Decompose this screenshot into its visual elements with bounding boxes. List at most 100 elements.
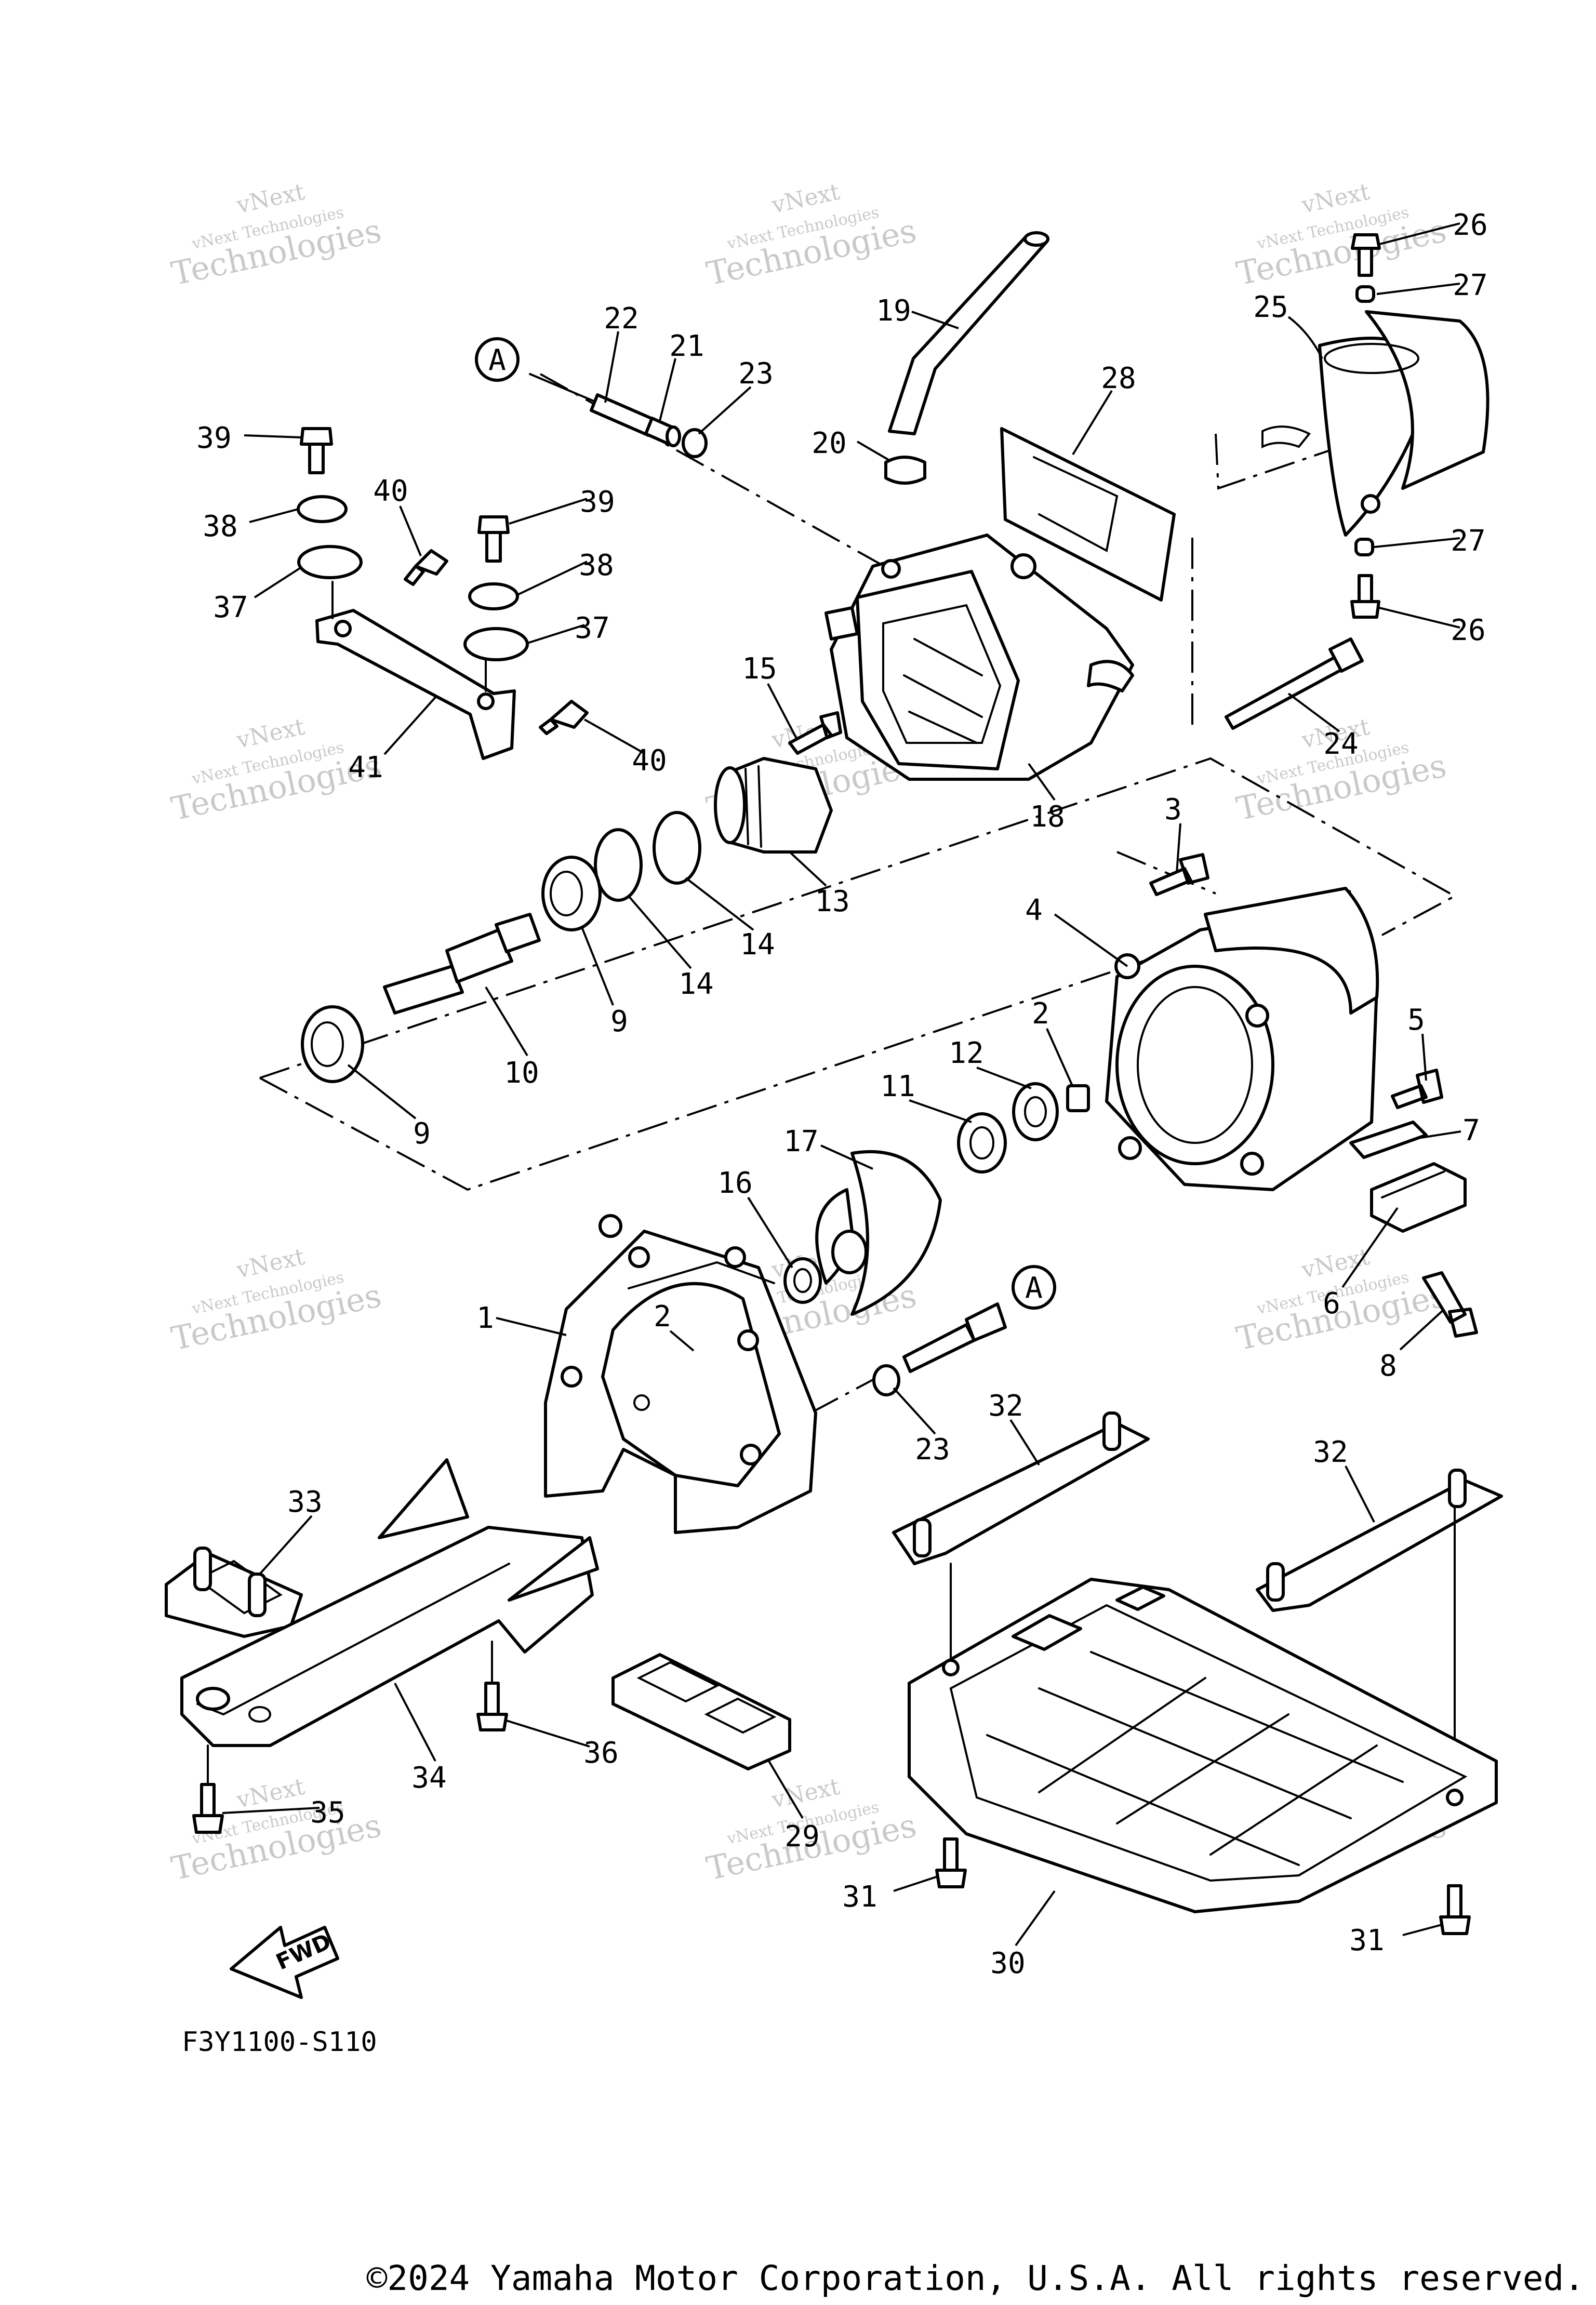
axis-line-housing: [1116, 851, 1216, 895]
callout-label: 41: [348, 751, 383, 784]
ride-plate-30: [908, 1578, 1498, 1913]
bracket-plate-28-window: [1033, 456, 1119, 553]
bolt-26-top: [1351, 233, 1381, 277]
cover-6: [1370, 1162, 1467, 1233]
coupler-13: [714, 757, 833, 854]
callout-label: 27: [1453, 269, 1487, 302]
hose-19: [888, 235, 1048, 435]
drive-shaft-10: [383, 913, 541, 1015]
callout-label: 5: [1407, 1003, 1425, 1037]
callout-label: 2: [654, 1300, 671, 1334]
seal-12: [1012, 1082, 1059, 1141]
callout-label: 39: [196, 421, 231, 455]
bolt-36: [476, 1682, 508, 1731]
watermark: vNext vNext Technologies Technologies: [168, 178, 385, 292]
callout-label: 31: [1349, 1924, 1384, 1957]
callout-label: 17: [783, 1125, 818, 1158]
figure-code: F3Y1100-S110: [182, 2027, 377, 2058]
callout-label: 24: [1323, 727, 1358, 761]
callout-label: 19: [876, 294, 911, 328]
callout-label: 26: [1451, 614, 1485, 647]
plate-bracket-32-right: [1256, 1469, 1503, 1612]
steering-nozzle-25: [1261, 310, 1489, 537]
callout-label: 40: [373, 474, 408, 508]
callout-label: 6: [1323, 1287, 1340, 1321]
shaft-group-outline-lower: [259, 890, 1351, 1191]
callout-label: 13: [815, 885, 849, 918]
callout-label: 4: [1025, 894, 1043, 927]
hose-19-end: [1023, 231, 1049, 247]
callout-label: 14: [679, 967, 713, 1001]
grill-pad-29: [611, 1653, 791, 1770]
bolt-8: [1422, 1271, 1478, 1338]
bushing-27-bottom: [1354, 538, 1374, 556]
callout-label: 14: [740, 928, 775, 962]
svg-text:A: A: [1025, 1271, 1043, 1305]
ref-marker-a-bottom: A: [1012, 1265, 1056, 1310]
watermark: vNext vNext Technologies Technologies: [1233, 713, 1450, 828]
bearing-9-a: [541, 856, 602, 931]
bolt-15: [788, 711, 842, 755]
impeller-17: [815, 1150, 942, 1316]
washer-37-right: [463, 627, 529, 661]
bolt-3: [1149, 853, 1209, 896]
bracket-plate-28: [1000, 427, 1176, 602]
callout-label: 38: [203, 510, 237, 543]
bolt-39-right: [477, 515, 510, 563]
bolt-39-left: [300, 427, 333, 474]
watermark: vNext vNext Technologies Technologies: [1233, 178, 1450, 292]
callout-label: 28: [1101, 362, 1136, 395]
watermark: vNext vNext Technologies Technologies: [703, 178, 920, 292]
bolt-40-bottom: [539, 700, 589, 735]
callout-label: 37: [575, 611, 609, 645]
watermark: vNext vNext Technologies Technologies: [168, 1243, 385, 1357]
leader-lines: [222, 222, 1461, 1947]
callout-label: 18: [1030, 800, 1065, 834]
bolt-40-top: [404, 549, 448, 586]
intake-housing-1: [544, 1214, 817, 1534]
callout-label: 37: [213, 591, 248, 624]
washer-38-left: [297, 495, 348, 523]
callout-label: 31: [842, 1880, 877, 1914]
callout-label: 2: [1032, 997, 1049, 1031]
parts: A A: [165, 231, 1503, 1999]
callout-label: 27: [1451, 524, 1485, 558]
copyright-notice: ©2024 Yamaha Motor Corporation, U.S.A. A…: [367, 2258, 1585, 2298]
callout-label: 30: [990, 1947, 1025, 1980]
callout-label: 12: [949, 1036, 983, 1070]
fwd-arrow-icon: FWD: [230, 1926, 339, 1999]
plate-bracket-32-left: [892, 1411, 1150, 1565]
callout-label: 11: [880, 1070, 915, 1103]
bolt-5: [1391, 1069, 1443, 1109]
callout-label: 22: [604, 302, 639, 336]
shaft-group-outline: [259, 757, 1457, 1079]
callout-label: 38: [579, 549, 614, 582]
callout-label: 20: [812, 427, 846, 460]
clamp-23-top: [682, 428, 708, 458]
cable-end-top: [529, 373, 681, 447]
svg-text:A: A: [488, 343, 506, 377]
callout-label: 9: [413, 1117, 431, 1151]
callout-label: 23: [738, 357, 773, 391]
callout-label: 34: [411, 1761, 446, 1795]
bearing-9-b: [301, 1005, 364, 1083]
bushing-27-top: [1355, 285, 1375, 303]
cable-end-bottom: [902, 1302, 1007, 1373]
callout-label: 25: [1253, 290, 1288, 324]
callout-label: 3: [1164, 793, 1182, 827]
callout-label: 21: [669, 329, 704, 363]
bolt-26-bottom: [1350, 574, 1380, 619]
callout-label: 26: [1453, 208, 1487, 242]
bolt-35: [192, 1783, 224, 1834]
callout-label: 15: [742, 652, 777, 686]
callout-label: 9: [610, 1005, 628, 1038]
watermark: vNext vNext Technologies Technologies: [168, 1773, 385, 1887]
gasket-7: [1349, 1121, 1428, 1159]
bolt-31-right: [1439, 1884, 1471, 1935]
callout-label: 10: [504, 1056, 539, 1090]
bearing-11: [957, 1112, 1007, 1174]
seal-33: [165, 1547, 303, 1638]
callout-label: 36: [583, 1736, 618, 1770]
